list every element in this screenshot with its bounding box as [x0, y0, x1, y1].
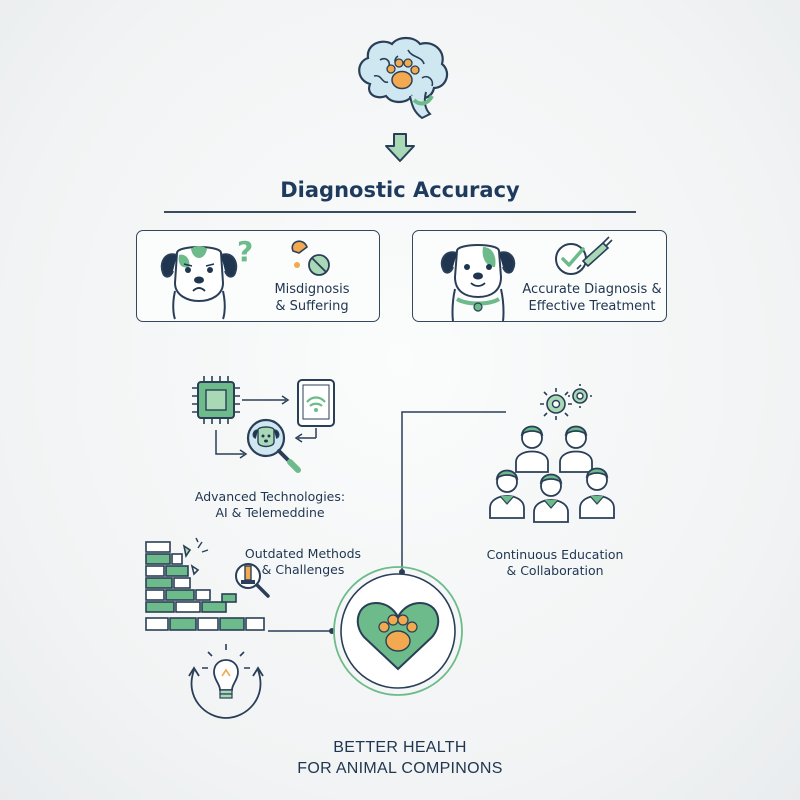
misdiagnosis-card: ? Misdignosis & Suffering	[136, 230, 380, 322]
misdiagnosis-label: Misdignosis & Suffering	[274, 282, 350, 314]
education-label: Continuous Education & Collaboration	[486, 547, 624, 578]
page-title: Diagnostic Accuracy	[280, 178, 520, 202]
team-gears-icon	[489, 384, 615, 523]
happy-dog-icon	[440, 244, 516, 322]
pill-icon	[291, 240, 330, 276]
technology-cluster	[192, 376, 335, 473]
lightbulb-cycle-icon	[188, 644, 264, 719]
brain-paw-icon	[358, 36, 449, 120]
footer-caption: BETTER HEALTH FOR ANIMAL COMPINONS	[297, 739, 503, 777]
outdated-label: Outdated Methods & Challenges	[244, 546, 362, 577]
tablet-wifi-icon	[297, 379, 335, 427]
microscope-icon	[235, 563, 270, 598]
chip-icon	[192, 376, 240, 424]
down-arrow-icon	[385, 133, 415, 162]
sad-dog-icon	[160, 246, 238, 320]
accurate-diagnosis-label: Accurate Diagnosis & Effective Treatment	[522, 282, 662, 314]
magnifier-dog-icon	[246, 418, 301, 473]
checkmark-syringe-icon	[555, 236, 613, 275]
title-divider	[164, 211, 636, 213]
question-mark-icon: ?	[237, 235, 254, 268]
accurate-diagnosis-card: Accurate Diagnosis & Effective Treatment	[412, 230, 667, 322]
crumbling-wall-icon	[145, 537, 265, 631]
heart-paw-icon	[333, 566, 463, 696]
technology-label: Advanced Technologies: AI & Telemeddine	[194, 489, 346, 520]
